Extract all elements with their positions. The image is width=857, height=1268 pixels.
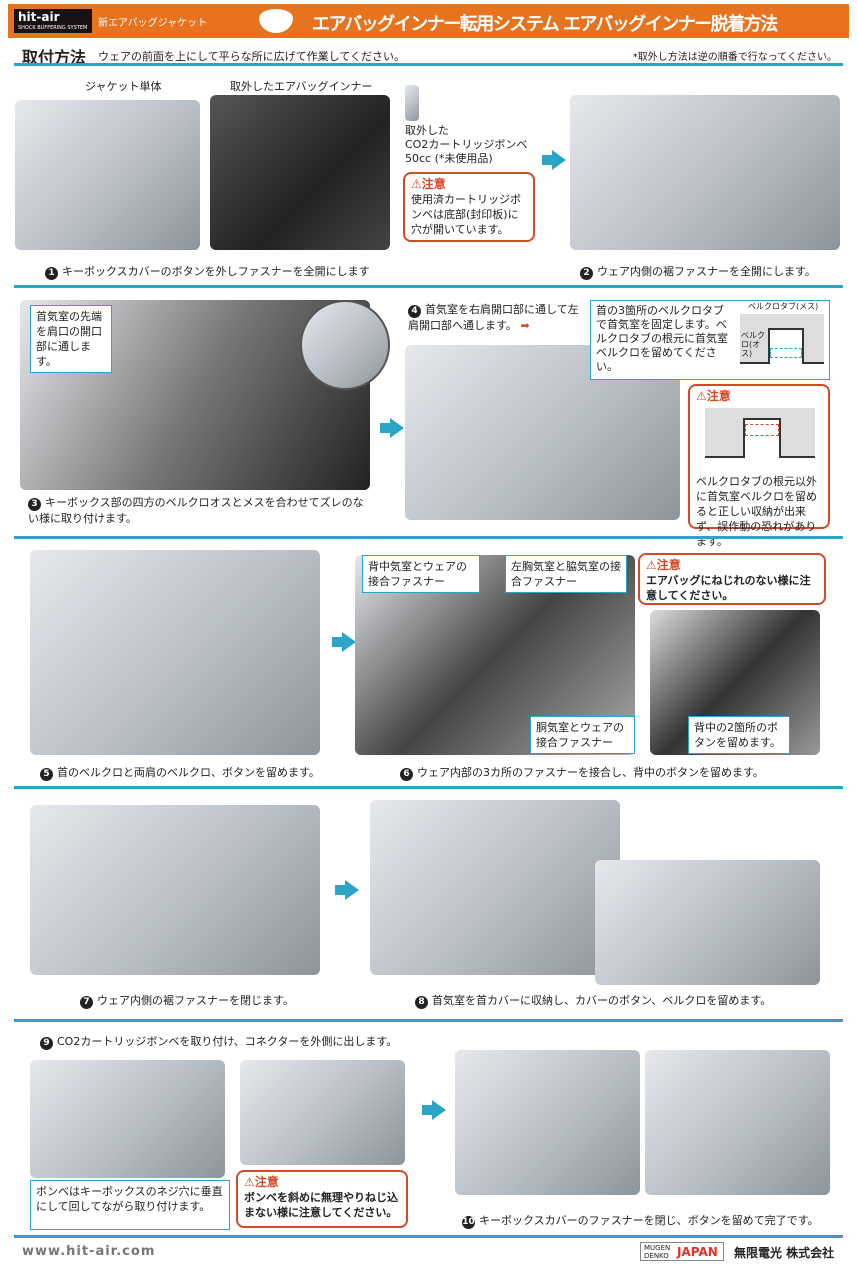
callout-neck: 首気室の先端を肩口の開口部に通します。 [30, 305, 112, 373]
caution-title: ⚠注意 [244, 1175, 279, 1189]
page-title: エアバッグインナー転用システム エアバッグインナー脱着方法 [312, 14, 778, 35]
arrow-right-icon [380, 418, 404, 438]
photo-step2 [570, 95, 840, 250]
divider [14, 1235, 843, 1238]
photo-jacket [15, 100, 200, 250]
label-inner: 取外したエアバッグインナー [230, 80, 373, 93]
caution-text: エアバッグにねじれのない様に注意してください。 [646, 574, 811, 602]
arrow-right-icon [542, 150, 566, 170]
photo-step7 [30, 805, 320, 975]
velcro-diagram-wrong [705, 408, 815, 458]
photo-step10 [455, 1050, 640, 1195]
caution-box: ⚠注意使用済カートリッジボンベは底部(封印板)に穴が開いています。 [403, 172, 535, 242]
label-jacket: ジャケット単体 [85, 80, 162, 93]
tab-female-label: ベルクロタブ(メス) [748, 302, 819, 311]
caution-text: 使用済カートリッジボンベは底部(封印板)に穴が開いています。 [411, 193, 521, 236]
inset-keybox [300, 300, 390, 390]
caution-box: ⚠注意ボンベを斜めに無理やりねじ込まない様に注意してください。 [236, 1170, 408, 1228]
cartridge-icon [405, 85, 419, 121]
divider [14, 786, 843, 789]
photo-inner [210, 95, 390, 250]
callout-chest: 左胸気室と脇気室の接合ファスナー [505, 555, 627, 593]
caution-title: ⚠注意 [696, 389, 731, 403]
tab-male-label: ベルクロ(オス) [741, 331, 765, 358]
company-name: 無限電光 株式会社 [734, 1246, 835, 1260]
arrow-right-icon [422, 1100, 446, 1120]
photo-step8 [370, 800, 620, 975]
callout-waist: 胴気室とウェアの接合ファスナー [530, 716, 635, 754]
footer-url[interactable]: www.hit-air.com [22, 1244, 156, 1259]
caution-box: ⚠注意エアバッグにねじれのない様に注意してください。 [638, 553, 826, 605]
product-label: 新エアバッグジャケット [98, 18, 208, 29]
brand-sub: SHOCK BUFFERING SYSTEM [18, 25, 88, 31]
divider [14, 63, 843, 66]
cartridge-line: 取外した [405, 124, 449, 137]
brand: hit-air [18, 10, 60, 24]
callout-buttons: 背中の2箇所のボタンを留めます。 [688, 716, 790, 754]
section-note: *取外し方法は逆の順番で行なってください。 [632, 52, 837, 63]
callout-back: 背中気室とウェアの接合ファスナー [362, 555, 480, 593]
divider [14, 285, 843, 288]
divider [14, 1019, 843, 1022]
caution-text: ボンベを斜めに無理やりねじ込まない様に注意してください。 [244, 1191, 398, 1219]
caution-title: ⚠注意 [646, 558, 681, 572]
photo-step10-side [645, 1050, 830, 1195]
callout-cartridge: ボンベはキーボックスのネジ穴に垂直にして回してながら取り付けます。 [30, 1180, 230, 1230]
photo-step9 [30, 1060, 225, 1178]
caution-text: ベルクロタブの根元以外に首気室ベルクロを留めると正しい収納が出来ず、誤作動の恐れ… [696, 475, 817, 548]
section-title: 取付方法 [22, 48, 87, 67]
caution-title: ⚠注意 [411, 177, 446, 191]
emblem-icon [256, 6, 296, 36]
photo-step9-closeup [240, 1060, 405, 1165]
section-desc: ウェアの前面を上にして平らな所に広げて作業してください。 [98, 50, 406, 63]
velcro-diagram [740, 314, 824, 364]
photo-step8-back [595, 860, 820, 985]
arrow-right-icon [335, 880, 359, 900]
divider [14, 536, 843, 539]
cartridge-line: 50cc (*未使用品) [405, 152, 493, 165]
arrow-right-icon [332, 632, 356, 652]
photo-step5 [30, 550, 320, 755]
cartridge-line: CO2カートリッジボンベ [405, 138, 528, 151]
header-bar [8, 4, 849, 38]
